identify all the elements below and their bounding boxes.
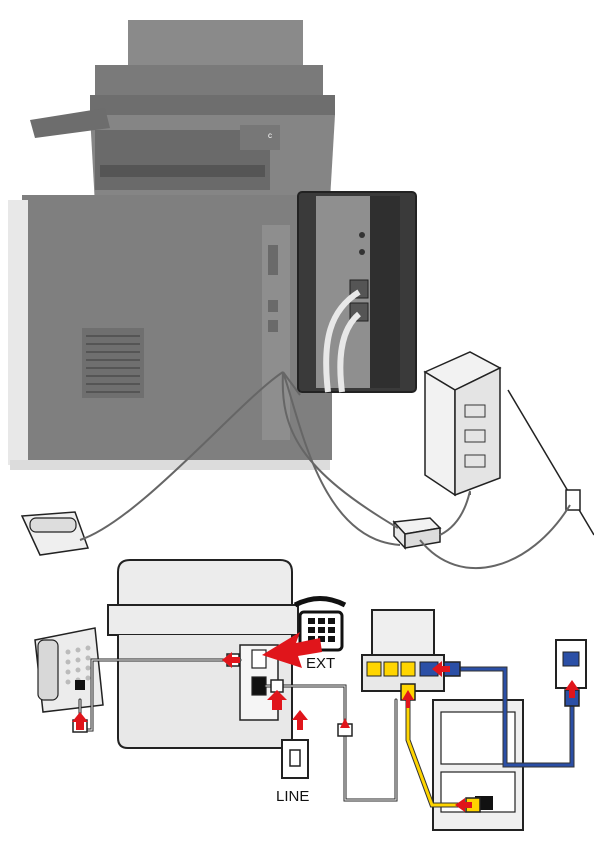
- computer-tower-top: [423, 351, 502, 497]
- red-arrow-icon: [72, 652, 579, 812]
- telephone-handset-top: [20, 511, 90, 556]
- printer-photo-illustration: c: [8, 20, 335, 470]
- voip-adapter-schematic: [361, 609, 445, 692]
- port-closeup-inset: [297, 191, 417, 393]
- top-cables: [79, 371, 571, 569]
- wall-ethernet-jack: [555, 639, 587, 689]
- svg-text:c: c: [268, 131, 272, 140]
- ext-port: [251, 649, 267, 669]
- printer-schematic: [107, 559, 299, 749]
- ext-label: EXT: [306, 655, 335, 672]
- phone-jack: [75, 680, 85, 690]
- control-panel: [30, 108, 110, 138]
- telephone-icon: [34, 627, 104, 713]
- red-arrow-icon: [262, 632, 322, 668]
- wall-jack-icon: [281, 739, 309, 779]
- vent-grille: [82, 328, 144, 398]
- voip-adapter-top: [392, 517, 442, 550]
- line-label: LINE: [276, 788, 309, 805]
- line-port: [251, 676, 267, 696]
